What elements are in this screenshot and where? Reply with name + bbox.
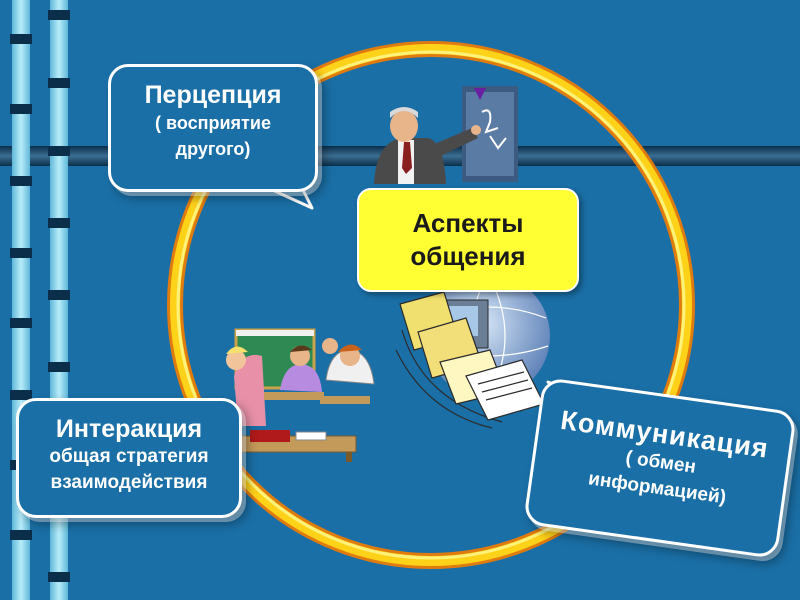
classroom-clipart bbox=[221, 328, 375, 462]
interaction-callout: Интеракция общая стратегия взаимодействи… bbox=[16, 398, 242, 518]
golden-ring bbox=[167, 41, 695, 569]
perception-callout: Перцепция ( восприятие другого) bbox=[108, 64, 318, 192]
interaction-line2: взаимодействия bbox=[50, 472, 208, 493]
center-title-line1: Аспекты bbox=[412, 208, 524, 238]
perception-line1: ( восприятие bbox=[155, 113, 271, 133]
center-title-line2: общения bbox=[410, 241, 526, 271]
teacher-clipart bbox=[374, 86, 518, 184]
center-box: Аспекты общения bbox=[357, 188, 579, 292]
interaction-line1: общая стратегия bbox=[49, 446, 209, 467]
perception-title: Перцепция bbox=[144, 81, 282, 109]
interaction-title: Интеракция bbox=[55, 415, 203, 443]
perception-line2: другого) bbox=[175, 139, 251, 159]
globe-papers-clipart bbox=[395, 273, 550, 429]
